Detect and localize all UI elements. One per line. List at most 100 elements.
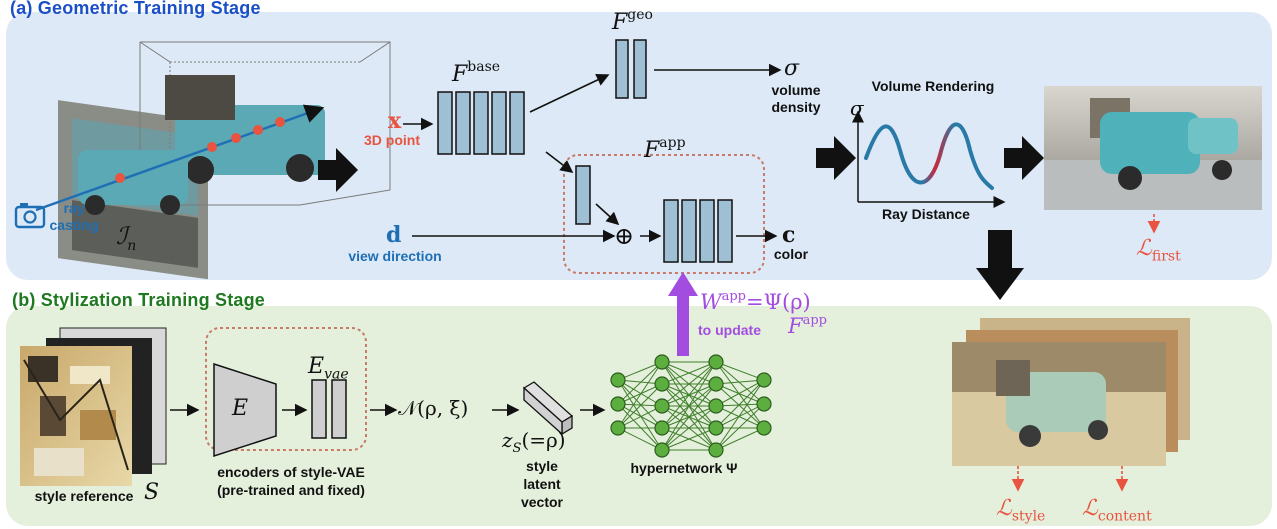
ray-label: ray [63,200,85,216]
hypernet-node [756,396,772,412]
style-reference-stack [20,327,167,486]
hypernet-edge [617,361,663,429]
hypernet-node [654,398,670,414]
to-update-label: to update [698,322,761,338]
latent-vector-shape [522,381,574,436]
hypernet-edge [715,405,765,429]
hypernet-edge [661,405,717,451]
geometric-stage-title: (a) Geometric Training Stage [10,0,261,18]
f-app-color-layers [663,199,733,263]
ray-sample-point [253,125,263,135]
hypernet-edge [617,379,663,451]
style-reference-label: style reference [34,488,134,504]
hypernet-edge [617,403,663,451]
ray-sample-point [207,142,217,152]
x-symbol: x [388,108,402,134]
volume-label: volume [771,82,821,98]
hypernetwork-graph [610,354,772,458]
hypernet-edge [715,383,765,429]
volume-rendering-title: Volume Rendering [871,78,995,94]
stage-flow-arrow [816,136,856,180]
hypernet-edge [617,383,663,429]
encoder-letter: E [232,396,249,421]
d-symbol: d [386,222,402,248]
hypernet-node [756,420,772,436]
hypernetwork-label: hypernetwork Ψ [630,460,738,476]
stage-flow-arrow [976,230,1024,300]
stylization-stage-title: (b) Stylization Training Stage [12,290,266,310]
point-label: 3D point [364,132,420,148]
hypernet-node [610,372,626,388]
hypernet-edge [617,361,663,381]
ray-distance-label: Ray Distance [882,206,970,222]
loss-style: ℒstyle [996,496,1046,525]
f-base-label: Fbase [452,59,501,87]
view-direction-label: view direction [348,248,442,264]
to-update-f: Fapp [788,313,827,338]
e-vae-layers [311,379,347,439]
stylized-output-stack [952,318,1190,466]
color-label: color [773,246,809,262]
scene-illustration [58,41,391,280]
stage-flow-arrow [1004,136,1044,180]
geometric-stage-panel [6,12,1272,280]
hypernet-node [654,354,670,370]
hypernet-edge [617,427,663,451]
plot-sigma-label: σ [850,96,864,120]
hypernet-edge [715,403,765,451]
hypernet-edge [715,379,765,429]
f-app-label: Fapp [644,135,686,163]
hypernet-node [708,354,724,370]
hypernet-edge [715,379,765,451]
encoder-box [205,327,367,451]
sigma-output: σ [784,56,800,81]
c-symbol: c [782,222,796,248]
hypernet-edge [661,361,717,385]
loss-first: ℒfirst [1136,236,1181,265]
normal-distribution: 𝒩(ρ, ξ) [398,396,469,420]
f-geo-network [615,39,647,99]
latent-word: latent [523,476,561,492]
hypernet-edge [617,361,663,405]
hypernet-edge [715,427,765,451]
hypernet-edge [715,379,765,385]
encoders-line-2: (pre-trained and fixed) [217,482,365,498]
camera-ray [14,104,325,229]
rendered-output-image [1044,86,1262,210]
hypernet-edge [661,427,717,451]
volume-rendering-plot [852,110,1006,208]
hypernet-edge [715,361,765,405]
style-reference-symbol: S [144,480,160,505]
weight-update-arrow [668,272,698,356]
camera-icon [14,203,46,229]
hypernet-node [654,420,670,436]
encoder-trapezoid [213,362,277,458]
style-word: style [526,458,558,474]
f-app-box [563,154,765,274]
vector-word: vector [520,494,564,510]
encoders-line-1: encoders of style-VAE [217,464,365,480]
w-app-label: Wapp=Ψ(ρ) [700,289,811,314]
ray-sample-point [275,117,285,127]
density-label: density [771,99,821,115]
hypernet-node [708,442,724,458]
hypernet-edge [715,403,765,407]
hypernet-edge [715,361,765,429]
loss-content: ℒcontent [1082,496,1152,525]
f-geo-label: Fgeo [612,7,653,35]
f-app-feature-layer [575,165,591,225]
hypernet-node [654,442,670,458]
hypernet-node [708,398,724,414]
hypernet-node [756,372,772,388]
hypernet-edge [661,361,717,429]
hypernet-edge [661,383,717,451]
ray-sample-point [115,173,125,183]
hypernet-node [610,420,626,436]
image-symbol: ℐn [116,222,137,254]
hypernet-node [654,376,670,392]
hypernet-edge [715,383,765,405]
hypernet-edge [715,361,765,381]
hypernet-node [708,376,724,392]
